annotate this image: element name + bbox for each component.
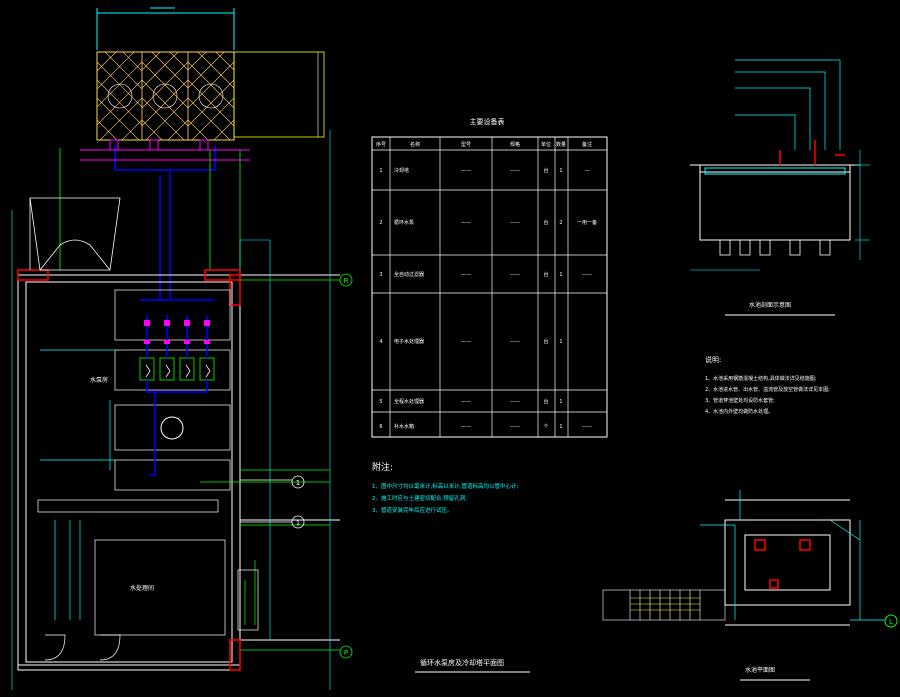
table-row-2-model: ——	[461, 220, 471, 226]
right-notes: 说明: 1、水池采用钢筋混凝土结构,具体做法详见结施图; 2、水池进水管、出水管…	[705, 355, 830, 415]
table-row-6-qty: 1	[559, 424, 562, 430]
table-row-4-spec: ——	[510, 339, 520, 345]
table-header-note: 备注	[582, 141, 592, 148]
right-notes-heading: 说明:	[705, 355, 721, 364]
table-header-unit: 单位	[541, 141, 551, 148]
table-row-6-unit: 个	[543, 424, 548, 430]
table-row-3-unit: 台	[543, 271, 548, 278]
table-row-6-no: 6	[379, 424, 382, 430]
table-row-5-qty: 1	[559, 399, 562, 405]
main-plan: R 1 1 P 水泵房 水处理间 循环水泵房及冷却塔平面图	[11, 7, 530, 690]
table-header-name: 名称	[410, 141, 420, 148]
axis-label-p: P	[344, 649, 348, 657]
table-row-1-no: 1	[379, 168, 382, 174]
pumps	[139, 357, 215, 381]
table-row-2-unit: 台	[543, 219, 548, 226]
table-row-2-qty: 2	[559, 220, 562, 226]
header-pipes	[114, 145, 216, 300]
table-row-6-name: 补水水箱	[394, 423, 414, 430]
table-row-5-no: 5	[379, 399, 382, 405]
table-header-model: 型号	[461, 141, 471, 148]
room-label-pump: 水泵房	[90, 376, 108, 384]
note-1: 1、图中尺寸均以毫米计,标高以米计,管道标高均以管中心计;	[372, 482, 518, 490]
notes-heading: 附注:	[372, 461, 393, 473]
table-header-qty: 数量	[556, 141, 566, 148]
table-row-5-name: 全程水处理器	[394, 398, 424, 405]
tank-plan: L 水池平面图	[602, 490, 898, 681]
right-note-4: 4、水池内外壁均做防水处理。	[705, 408, 773, 415]
right-note-2: 2、水池进水管、出水管、溢流管及放空管做法详见本图;	[705, 386, 830, 393]
table-row-2-name: 循环水泵	[394, 219, 414, 226]
tank-section: 水池剖面示意图	[690, 59, 870, 316]
table-row-6-spec: ——	[510, 424, 520, 430]
table-row-4-no: 4	[379, 339, 382, 345]
water-treatment-tank	[160, 416, 184, 440]
table-row-4-qty: 1	[559, 339, 562, 345]
notes-block: 附注: 1、图中尺寸均以毫米计,标高以米计,管道标高均以管中心计; 2、施工时应…	[372, 461, 518, 514]
equipment-table: 主要设备表 序号 名称 型号 规格 单位 数量 备注 1 冷却塔 ——	[371, 117, 608, 438]
table-row-1-spec: ——	[510, 168, 520, 174]
room-label-treatment: 水处理间	[130, 584, 154, 592]
table-row-1-qty: 1	[559, 168, 562, 174]
table-row-3-note: ——	[582, 272, 592, 278]
table-row-1-name: 冷却塔	[394, 167, 409, 174]
tank-plan-title: 水池平面图	[745, 666, 775, 674]
table-row-3-model: ——	[461, 272, 471, 278]
building-walls	[17, 274, 340, 671]
table-row-3-spec: ——	[510, 272, 520, 278]
table-row-4-model: ——	[461, 339, 471, 345]
axis-bubble-l	[884, 614, 898, 628]
cooling-tower-hatch	[96, 51, 235, 141]
table-row-6-model: ——	[461, 424, 471, 430]
main-plan-title: 循环水泵房及冷却塔平面图	[420, 658, 504, 667]
table-row-2-spec: ——	[510, 220, 520, 226]
table-row-4-unit: 台	[543, 338, 548, 345]
table-row-6-note: ——	[582, 424, 592, 430]
right-note-3: 3、管道穿池壁处均设防水套管;	[705, 397, 775, 404]
axis-label-1a: 1	[296, 479, 300, 487]
table-header-spec: 规格	[510, 141, 520, 148]
axis-label-1b: 1	[296, 519, 300, 527]
table-row-3-qty: 1	[559, 272, 562, 278]
table-header-no: 序号	[376, 141, 386, 148]
axis-label-r: R	[344, 277, 349, 285]
note-3: 3、管道安装完毕后应进行试压。	[372, 506, 453, 514]
table-row-2-note: 一用一备	[577, 219, 597, 226]
table-row-5-spec: ——	[510, 399, 520, 405]
table-title: 主要设备表	[470, 117, 505, 126]
axis-bubbles	[240, 273, 353, 659]
table-row-3-name: 全自动过滤器	[394, 271, 424, 278]
table-row-1-note: —	[585, 168, 590, 174]
note-2: 2、施工时应与土建密切配合,预留孔洞;	[372, 494, 467, 502]
table-row-1-model: ——	[461, 168, 471, 174]
tank-section-title: 水池剖面示意图	[749, 301, 791, 309]
table-row-4-name: 电子水处理器	[394, 338, 424, 345]
table-row-5-unit: 台	[543, 398, 548, 405]
right-note-1: 1、水池采用钢筋混凝土结构,具体做法详见结施图;	[705, 375, 817, 382]
table-row-5-model: ——	[461, 399, 471, 405]
table-row-3-no: 3	[379, 272, 382, 278]
pump-room	[37, 289, 231, 636]
axis-label-l: L	[889, 618, 893, 626]
table-row-2-no: 2	[379, 220, 382, 226]
table-row-1-unit: 台	[543, 167, 548, 174]
